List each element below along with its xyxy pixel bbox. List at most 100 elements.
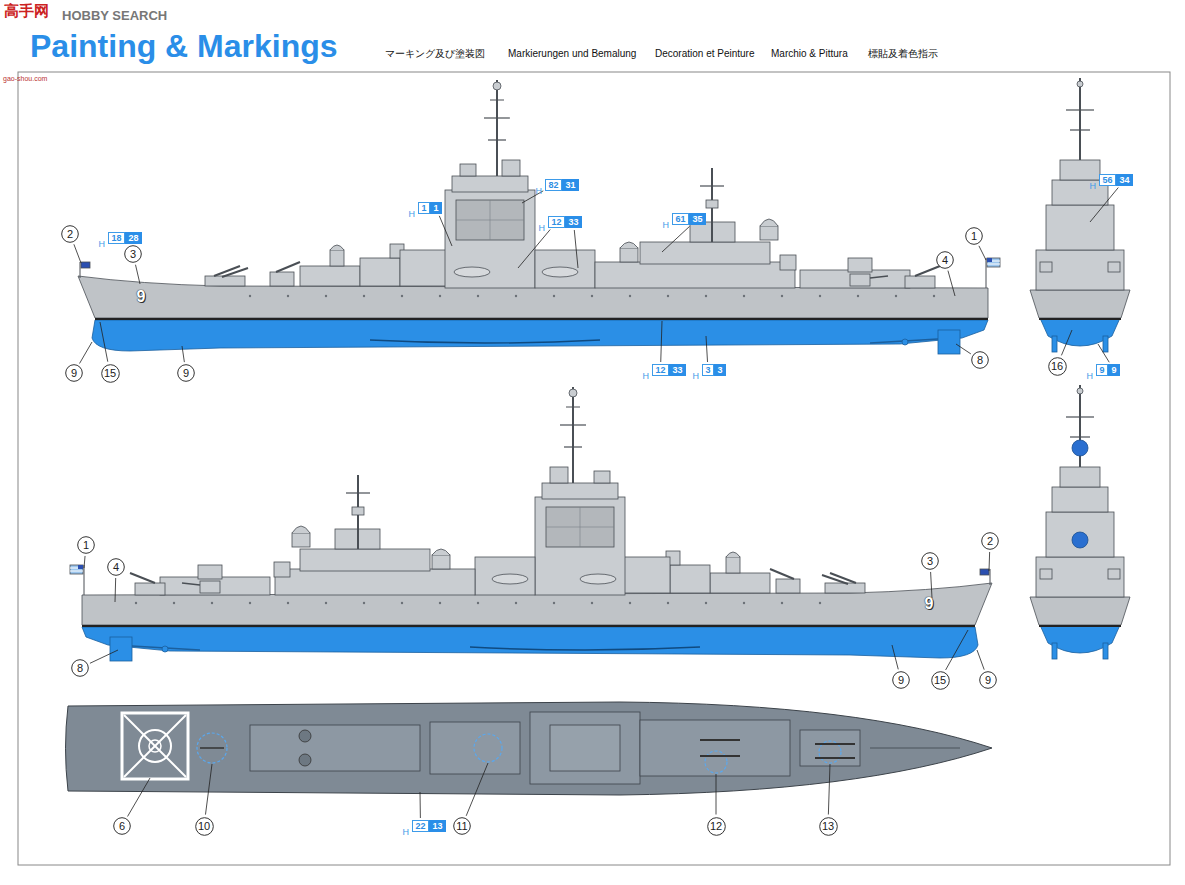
yardarm (1066, 109, 1094, 110)
watermark: HOBBY SEARCH (62, 8, 167, 23)
ensign-flag (70, 565, 83, 574)
callout-text: 9 (898, 674, 904, 686)
label-holder: H (643, 365, 650, 383)
leader-line (439, 216, 452, 246)
paint-prefix: H (693, 371, 700, 381)
callout-text: 28 (128, 233, 138, 243)
superstructure (780, 255, 796, 270)
callout-circle (78, 537, 95, 554)
hull-side (1030, 597, 1130, 625)
superstructure (595, 262, 795, 288)
mast-dome (569, 389, 577, 397)
superstructure (460, 164, 476, 176)
flagpole (986, 258, 987, 288)
flagpole (80, 262, 81, 278)
callout-number: 1 (965, 227, 983, 245)
deck-structure (640, 720, 790, 776)
porthole (401, 295, 403, 297)
leader-line (80, 342, 92, 363)
leader-line (84, 556, 85, 568)
callout-text: 1 (421, 203, 426, 213)
porthole (629, 602, 631, 604)
missile-launcher (825, 583, 865, 593)
paint-code-box: 56 (1099, 174, 1116, 186)
radar-panel (456, 200, 524, 240)
boot-topping (95, 318, 988, 320)
deck-structure (430, 722, 520, 774)
label-holder: 9 (137, 288, 146, 306)
gun-barrel (870, 276, 888, 278)
mast-dome (493, 82, 501, 90)
porthole (287, 295, 289, 297)
callout-text: 2 (987, 535, 993, 547)
fire-control-radar (1072, 440, 1088, 456)
watermark: gao-shou.com (3, 75, 47, 82)
porthole (781, 602, 783, 604)
launcher-arm (822, 575, 848, 584)
callout-circle (114, 818, 131, 835)
leader-line (420, 792, 421, 818)
gun-mount (850, 274, 870, 286)
launcher-arm (700, 755, 740, 757)
callout-circle (982, 533, 999, 550)
label-holder: HOBBY SEARCH (62, 6, 167, 24)
leader-line (662, 226, 690, 252)
leader-line (1090, 188, 1118, 222)
callout-circle (966, 228, 983, 245)
callout-text: 4 (113, 561, 119, 573)
callout-number: 2 (981, 532, 999, 550)
callout-text: 8 (977, 354, 983, 366)
porthole (135, 602, 137, 604)
label-holder: gao-shou.com (3, 67, 47, 85)
launcher-arm (130, 573, 155, 583)
radar-dish (620, 242, 638, 248)
superstructure (760, 226, 778, 240)
callout-text: 9 (985, 674, 991, 686)
superstructure (622, 557, 670, 593)
helipad-mark (124, 715, 186, 777)
callout-text: 11 (456, 820, 467, 832)
boot-topping (1039, 318, 1121, 320)
superstructure (275, 569, 475, 595)
heading-text: Markierungen und Bemalung (508, 48, 636, 59)
paint-code-box-filled: 35 (689, 213, 706, 225)
underwater-hull (82, 627, 978, 658)
yardarm (560, 424, 586, 425)
launcher-mount (905, 276, 935, 288)
porthole (591, 602, 593, 604)
launcher-arm (770, 569, 794, 579)
launcher-mount (776, 579, 800, 593)
paint-code-box-filled: 1 (430, 202, 442, 214)
leader-lines (74, 188, 1118, 818)
deck-structure (250, 725, 420, 771)
bilge-keel (470, 647, 700, 650)
launcher-outline (705, 751, 727, 773)
leader-line (115, 578, 117, 602)
boat (580, 574, 616, 584)
callout-text: 8 (77, 662, 83, 674)
callout-number: 3 (921, 552, 939, 570)
superstructure (1036, 250, 1124, 290)
callout-text: 13 (432, 821, 442, 831)
paint-code-box: 61 (672, 213, 689, 225)
label-holder: H (693, 365, 700, 383)
paint-code-box: 12 (652, 364, 669, 376)
centerline (870, 748, 960, 749)
flag-stripe (987, 264, 1000, 265)
launcher-arm (276, 262, 300, 272)
superstructure (800, 270, 910, 288)
launcher-arm (815, 757, 855, 759)
callout-text: 82 (548, 180, 558, 190)
callout-number: 6 (113, 817, 131, 835)
callout-number: 11 (453, 817, 471, 835)
porthole (857, 295, 859, 297)
helipad-circle (139, 730, 171, 762)
fire-control-radar (1072, 532, 1088, 548)
missile-launcher (205, 276, 245, 286)
paint-prefix: H (643, 371, 650, 381)
callout-circle (937, 252, 954, 269)
paint-prefix: H (1087, 371, 1094, 381)
superstructure (274, 562, 290, 577)
skeg (1052, 336, 1057, 352)
